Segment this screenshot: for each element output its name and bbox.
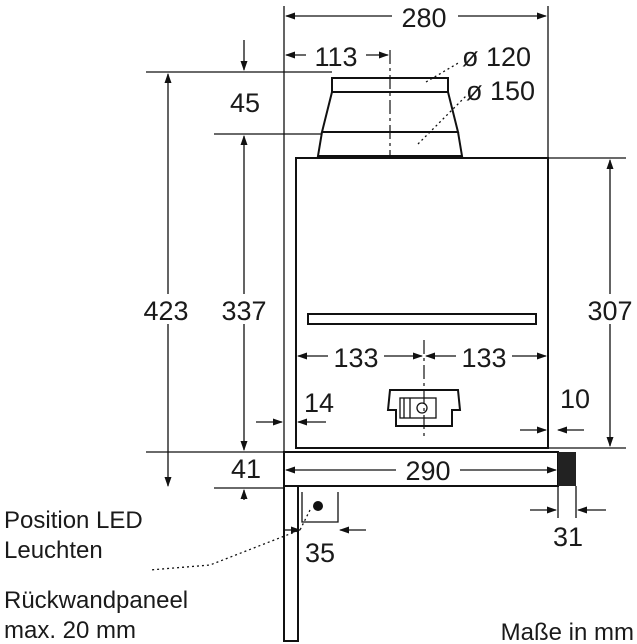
hood-body	[295, 157, 549, 449]
dim-half-right: 133	[461, 343, 506, 373]
hood-outline	[283, 77, 576, 642]
motor-unit	[386, 389, 462, 427]
dim-half-left: 133	[333, 343, 378, 373]
dim-body-height: 337	[221, 296, 266, 326]
dim-panel-gap: 10	[560, 384, 590, 414]
dim-side-gap: 14	[304, 388, 334, 418]
dim-led-offset: 35	[305, 538, 335, 568]
dim-front-height: 307	[587, 296, 632, 326]
dim-dia-small: ø 120	[462, 42, 531, 72]
front-panel	[558, 452, 576, 486]
units-note: Maße in mm	[501, 619, 634, 644]
dimension-labels: 280 113 ø 120 ø 150 45 423 337 307 133 1…	[136, 3, 636, 568]
dim-total-height: 423	[143, 296, 188, 326]
dim-panel-depth: 31	[553, 522, 583, 552]
led-position-label-line1: Position LED	[4, 507, 143, 534]
led-light-icon	[313, 501, 323, 511]
extension-lines	[146, 6, 626, 518]
dim-strip-height: 41	[231, 454, 261, 484]
dim-total-width: 280	[401, 3, 446, 33]
dim-outlet-offset: 113	[314, 42, 357, 72]
back-panel-label-line2: max. 20 mm	[4, 617, 136, 644]
dim-collar-height: 45	[230, 88, 260, 118]
filter-bar	[307, 313, 537, 325]
back-panel-label-line1: Rückwandpaneel	[4, 587, 188, 614]
dim-dia-large: ø 150	[466, 76, 535, 106]
led-position-label-line2: Leuchten	[4, 537, 103, 564]
dim-strip-width: 290	[405, 456, 450, 486]
back-panel	[283, 485, 299, 642]
annotation-labels: Position LED Leuchten Rückwandpaneel max…	[4, 507, 634, 644]
